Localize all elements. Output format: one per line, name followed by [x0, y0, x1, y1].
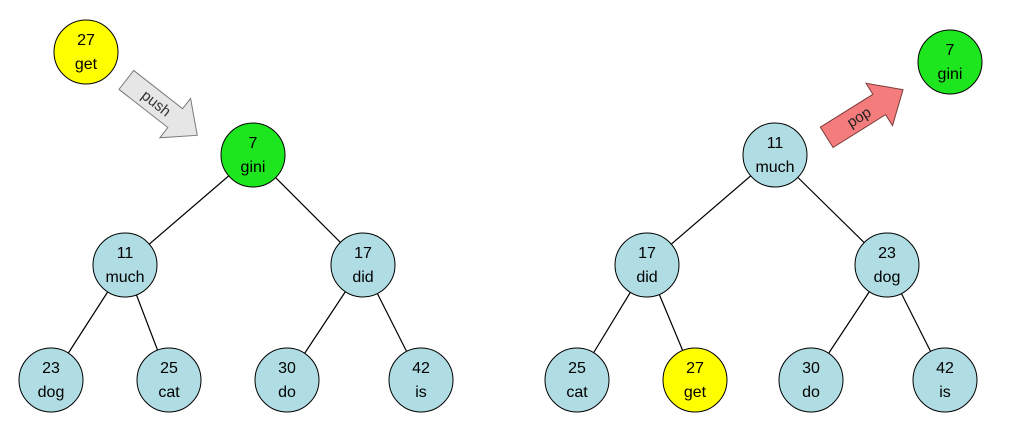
node-word: dog — [874, 269, 901, 286]
right-heap-node: 42 is — [912, 347, 978, 413]
node-circle — [388, 347, 454, 413]
node-circle — [912, 347, 978, 413]
node-priority: 25 — [568, 360, 586, 377]
node-word: much — [105, 269, 144, 286]
incoming-node: 27 get — [53, 19, 119, 85]
right-heap-node: 30 do — [778, 347, 844, 413]
node-priority: 30 — [802, 360, 820, 377]
node-word: gini — [241, 159, 266, 176]
node-circle — [742, 122, 808, 188]
node-word: much — [755, 159, 794, 176]
node-word: get — [684, 384, 707, 401]
node-word: cat — [566, 384, 588, 401]
left-heap-node: 11 much — [92, 232, 158, 298]
left-heap-node: 23 dog — [18, 347, 84, 413]
node-priority: 7 — [946, 42, 955, 59]
node-circle — [18, 347, 84, 413]
node-priority: 17 — [638, 245, 656, 262]
right-heap-node: 25 cat — [544, 347, 610, 413]
node-priority: 25 — [160, 360, 178, 377]
left-heap-node: 7 gini — [220, 122, 286, 188]
node-word: did — [636, 269, 657, 286]
node-word: gini — [938, 66, 963, 83]
right-heap-node: 11 much — [742, 122, 808, 188]
node-word: cat — [158, 384, 180, 401]
node-word: is — [939, 384, 951, 401]
node-priority: 11 — [767, 135, 784, 152]
pop-arrow-shape — [819, 82, 904, 149]
node-word: is — [415, 384, 427, 401]
node-priority: 42 — [936, 360, 954, 377]
node-priority: 23 — [42, 360, 60, 377]
node-circle — [778, 347, 844, 413]
node-circle — [220, 122, 286, 188]
node-circle — [854, 232, 920, 298]
node-circle — [136, 347, 202, 413]
node-priority: 7 — [249, 135, 258, 152]
node-circle — [254, 347, 320, 413]
node-circle — [92, 232, 158, 298]
node-circle — [544, 347, 610, 413]
node-circle — [917, 29, 983, 95]
heap-nodes: 7 gini 11 much 17 did 23 dog 25 cat 30 do 42 is 27 get 1… — [18, 19, 983, 413]
node-priority: 30 — [278, 360, 296, 377]
node-circle — [330, 232, 396, 298]
left-heap-node: 17 did — [330, 232, 396, 298]
node-priority: 27 — [686, 360, 704, 377]
node-priority: 23 — [878, 245, 896, 262]
left-heap-node: 42 is — [388, 347, 454, 413]
node-word: did — [352, 269, 373, 286]
push-arrow-shape — [118, 69, 198, 139]
node-priority: 42 — [412, 360, 430, 377]
node-priority: 17 — [354, 245, 372, 262]
node-priority: 11 — [117, 245, 134, 262]
node-word: do — [802, 384, 820, 401]
node-circle — [662, 347, 728, 413]
node-circle — [53, 19, 119, 85]
node-word: dog — [38, 384, 65, 401]
pop-arrow: pop — [819, 82, 904, 149]
node-word: get — [75, 56, 98, 73]
outgoing-node: 7 gini — [917, 29, 983, 95]
push-arrow: push — [118, 69, 198, 139]
left-heap-node: 30 do — [254, 347, 320, 413]
node-priority: 27 — [77, 32, 95, 49]
node-word: do — [278, 384, 296, 401]
right-heap-node: 23 dog — [854, 232, 920, 298]
left-heap-node: 25 cat — [136, 347, 202, 413]
right-heap-node: 27 get — [662, 347, 728, 413]
node-circle — [614, 232, 680, 298]
right-heap-node: 17 did — [614, 232, 680, 298]
